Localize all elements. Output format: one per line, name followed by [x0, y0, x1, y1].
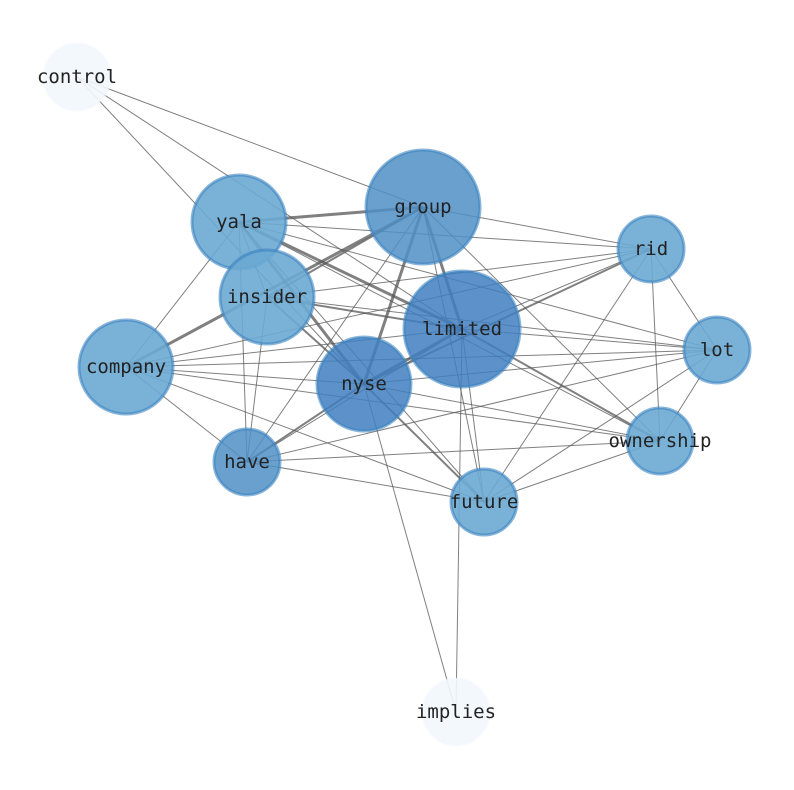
node-label: future [450, 491, 519, 513]
node-label: control [37, 66, 117, 88]
node-label: have [224, 451, 270, 473]
node-circle[interactable] [402, 269, 522, 389]
edge-lot-future [483, 349, 718, 503]
edge-have-future [246, 461, 485, 503]
node-label: company [86, 356, 166, 378]
node-circle[interactable] [421, 677, 491, 747]
node-circle[interactable] [42, 42, 112, 112]
node-circle[interactable] [364, 148, 482, 266]
node-label: insider [227, 286, 307, 308]
node-circle[interactable] [616, 214, 686, 284]
node-have[interactable]: have [212, 427, 282, 497]
edge-control-group [76, 76, 424, 208]
node-control[interactable]: control [37, 42, 117, 112]
nodes-layer: control group yala rid insider limited lot comp… [37, 42, 752, 747]
node-yala[interactable]: yala [190, 173, 288, 271]
node-rid[interactable]: rid [616, 214, 686, 284]
node-circle[interactable] [625, 406, 695, 476]
node-circle[interactable] [212, 427, 282, 497]
node-label: rid [634, 238, 668, 260]
edge-have-ownership [246, 440, 661, 463]
node-label: limited [422, 318, 502, 340]
node-label: nyse [341, 373, 387, 395]
node-label: group [394, 196, 451, 218]
node-lot[interactable]: lot [682, 315, 752, 385]
node-company[interactable]: company [77, 318, 175, 416]
node-limited[interactable]: limited [402, 269, 522, 389]
edge-nyse-lot [363, 349, 718, 385]
node-label: yala [216, 211, 262, 233]
node-circle[interactable] [315, 335, 413, 433]
node-implies[interactable]: implies [416, 677, 496, 747]
node-insider[interactable]: insider [218, 248, 316, 346]
edge-rid-future [483, 248, 652, 503]
node-label: ownership [609, 430, 712, 452]
node-nyse[interactable]: nyse [315, 335, 413, 433]
node-circle[interactable] [682, 315, 752, 385]
node-label: lot [700, 339, 734, 361]
node-circle[interactable] [77, 318, 175, 416]
edge-company-rid [125, 248, 652, 368]
node-label: implies [416, 701, 496, 723]
edge-nyse-implies [363, 383, 457, 713]
node-future[interactable]: future [449, 467, 519, 537]
node-circle[interactable] [218, 248, 316, 346]
node-circle[interactable] [449, 467, 519, 537]
node-group[interactable]: group [364, 148, 482, 266]
edge-have-lot [246, 349, 718, 463]
edge-company-future [125, 366, 485, 503]
edge-nyse-ownership [363, 383, 661, 442]
node-ownership[interactable]: ownership [609, 406, 712, 476]
